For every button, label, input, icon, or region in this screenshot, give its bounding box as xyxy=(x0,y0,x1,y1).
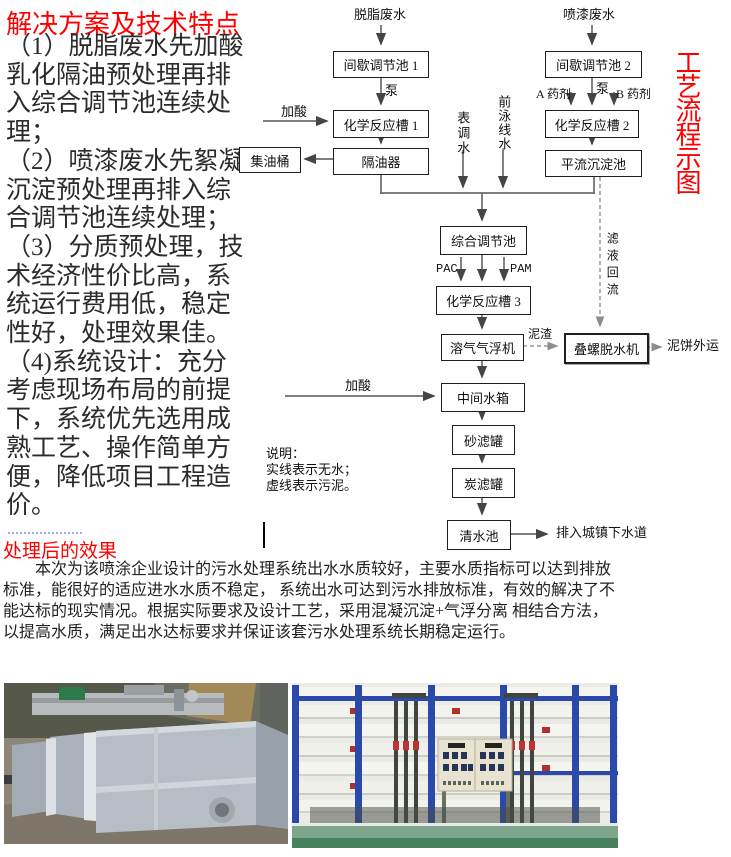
label-agent-b: B 药剂 xyxy=(616,87,652,101)
label-painting-wastewater: 喷漆废水 xyxy=(563,7,616,22)
solution-heading: 解决方案及技术特点 xyxy=(6,10,241,39)
node-sand-filter: 砂滤罐 xyxy=(452,425,515,455)
node-combined-tank: 综合调节池 xyxy=(440,226,527,255)
node-carbon-filter: 炭滤罐 xyxy=(452,468,515,498)
node-chem-tank-2: 化学反应槽 2 xyxy=(545,110,639,138)
label-pump-left: 泵 xyxy=(385,83,399,98)
flowchart-side-title: 工艺流程示图 xyxy=(672,49,701,193)
effect-heading: 处理后的效果 xyxy=(3,541,118,562)
photo-right-membrane-system xyxy=(292,683,618,848)
node-chem-tank-1: 化学反应槽 1 xyxy=(333,110,429,138)
node-oil-collector: 集油桶 xyxy=(239,147,301,173)
label-acid-bottom: 加酸 xyxy=(345,378,372,393)
label-sludge: 泥渣 xyxy=(528,327,553,341)
label-pump-right: 泵 xyxy=(596,81,610,96)
node-daf-machine: 溶气气浮机 xyxy=(441,334,524,361)
node-oil-separator: 隔油器 xyxy=(333,148,429,175)
node-chem-tank-3: 化学反应槽 3 xyxy=(436,286,531,315)
label-discharge: 排入城镇下水道 xyxy=(556,525,648,540)
label-pac: PAC xyxy=(436,262,458,276)
membrane-system-illustration xyxy=(292,683,618,848)
node-batch-tank-1: 间歇调节池 1 xyxy=(333,51,429,78)
label-pam: PAM xyxy=(510,262,532,276)
label-surface-adjust-water: 表调水 xyxy=(455,111,471,156)
node-middle-tank: 中间水箱 xyxy=(441,383,525,412)
node-clear-water-tank: 清水池 xyxy=(447,520,511,550)
label-filtrate-reflux: 滤液回流 xyxy=(605,232,620,300)
node-batch-tank-2: 间歇调节池 2 xyxy=(545,51,642,78)
photo-left-flotation-tanks xyxy=(4,683,288,844)
node-sedimentation-tank: 平流沉淀池 xyxy=(545,150,642,177)
label-agent-a: A 药剂 xyxy=(536,87,572,101)
effect-paragraph: 本次为该喷涂企业设计的污水处理系统出水水质较好，主要水质指标可以达到排放 标准，… xyxy=(3,561,616,641)
flowchart-legend-note: 说明： 实线表示无水； 虚线表示污泥。 xyxy=(266,446,358,493)
node-screw-dewaterer: 叠螺脱水机 xyxy=(564,333,649,364)
spellcheck-underline xyxy=(8,528,82,534)
label-acid-top: 加酸 xyxy=(281,104,308,119)
label-degreasing-wastewater: 脱脂废水 xyxy=(354,7,407,22)
label-pre-paint-line-water: 前泳线水 xyxy=(496,95,512,151)
label-mud-cake-out: 泥饼外运 xyxy=(667,338,720,353)
flotation-tanks-illustration xyxy=(4,683,288,844)
solution-body-text: （1）脱脂废水先加酸 乳化隔油预处理再排 入综合调节池连续处 理； （2）喷漆废… xyxy=(6,33,244,520)
text-cursor-artifact xyxy=(263,522,265,548)
